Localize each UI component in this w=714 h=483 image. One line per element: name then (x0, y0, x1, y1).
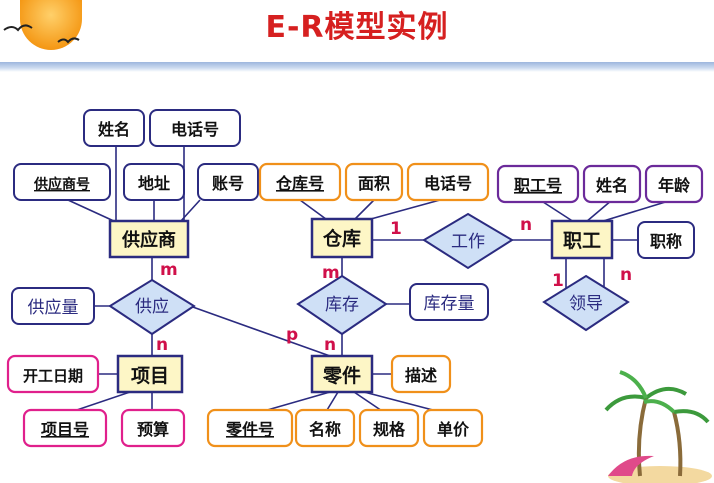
cardinality-lead-many: n (620, 265, 632, 285)
svg-text:供应量: 供应量 (28, 298, 79, 318)
relationship-work: 工作 (422, 212, 514, 270)
attribute-part-price: 单价 (422, 408, 484, 448)
entity-employee: 职工 (550, 219, 614, 260)
cardinality-warehouse-storage: m (322, 263, 340, 283)
svg-text:项目号: 项目号 (41, 420, 89, 439)
attribute-employee-age: 年龄 (644, 164, 704, 204)
attribute-project-start-date: 开工日期 (6, 354, 100, 394)
entity-warehouse: 仓库 (310, 217, 374, 259)
relationship-storage: 库存 (296, 274, 388, 336)
page-title: E-R模型实例 (265, 10, 449, 45)
cardinality-warehouse-work: 1 (390, 219, 402, 239)
attribute-part-description: 描述 (390, 354, 452, 394)
relationship-supply-label: 供应 (135, 297, 169, 317)
cardinality-work-employee: n (520, 215, 532, 235)
cardinality-storage-part: n (324, 335, 336, 355)
cardinality-supply-part: p (286, 325, 298, 345)
attribute-warehouse-phone: 电话号 (406, 162, 490, 202)
attribute-part-no: 零件号 (206, 408, 294, 448)
svg-text:库存量: 库存量 (424, 294, 475, 314)
attribute-storage-quantity: 库存量 (409, 283, 489, 321)
attribute-part-spec: 规格 (358, 408, 420, 448)
attribute-supplier-address: 地址 (123, 163, 185, 201)
svg-text:面积: 面积 (358, 174, 390, 193)
svg-text:电话号: 电话号 (171, 120, 219, 139)
attribute-supplier-account: 账号 (197, 163, 259, 201)
attribute-supplier-phone: 电话号 (149, 109, 241, 147)
svg-text:地址: 地址 (138, 174, 170, 193)
svg-text:姓名: 姓名 (596, 176, 628, 195)
cardinality-supplier-supply: m (160, 260, 178, 280)
attribute-supplier-name: 姓名 (83, 109, 145, 147)
attribute-project-no: 项目号 (22, 408, 108, 448)
sun-decoration (20, 0, 82, 50)
bird-icon (3, 24, 80, 44)
entity-warehouse-label: 仓库 (322, 227, 361, 250)
attribute-warehouse-no: 仓库号 (258, 162, 342, 202)
attribute-employee-name: 姓名 (582, 164, 642, 204)
svg-text:开工日期: 开工日期 (23, 367, 83, 385)
svg-text:预算: 预算 (137, 420, 169, 439)
svg-text:零件号: 零件号 (225, 420, 274, 439)
attribute-supplier-no: 供应商号 (13, 163, 111, 201)
svg-text:职工号: 职工号 (514, 176, 562, 195)
svg-text:职称: 职称 (650, 232, 682, 251)
svg-text:电话号: 电话号 (424, 174, 472, 193)
entity-employee-label: 职工 (563, 230, 601, 252)
relationship-supply: 供应 (108, 278, 196, 336)
svg-text:单价: 单价 (437, 420, 470, 439)
relationship-lead: 领导 (542, 274, 630, 332)
relationship-work-label: 工作 (451, 232, 485, 252)
svg-text:名称: 名称 (309, 420, 341, 439)
attribute-employee-title: 职称 (637, 221, 695, 259)
svg-text:姓名: 姓名 (98, 120, 130, 139)
svg-text:供应商号: 供应商号 (33, 176, 90, 193)
entity-project: 项目 (116, 354, 184, 394)
header-divider (0, 62, 714, 72)
relationship-storage-label: 库存 (325, 295, 359, 315)
cardinality-lead-one: 1 (552, 271, 564, 291)
attribute-project-budget: 预算 (120, 408, 186, 448)
relationship-lead-label: 领导 (569, 294, 603, 314)
entity-part-label: 零件 (322, 364, 361, 387)
entity-part: 零件 (310, 354, 374, 394)
attribute-supply-quantity: 供应量 (11, 287, 95, 325)
palm-tree-decoration (604, 370, 712, 483)
svg-text:描述: 描述 (405, 366, 437, 385)
svg-text:规格: 规格 (373, 420, 406, 439)
svg-text:仓库号: 仓库号 (275, 174, 324, 193)
entity-supplier-label: 供应商 (121, 229, 176, 251)
attribute-part-name: 名称 (294, 408, 356, 448)
attribute-employee-no: 职工号 (496, 164, 580, 204)
cardinality-supply-project: n (156, 335, 168, 355)
entity-supplier: 供应商 (108, 219, 190, 259)
attribute-warehouse-area: 面积 (344, 162, 404, 202)
entity-project-label: 项目 (131, 365, 169, 387)
svg-text:账号: 账号 (212, 174, 244, 193)
svg-text:年龄: 年龄 (658, 176, 691, 195)
